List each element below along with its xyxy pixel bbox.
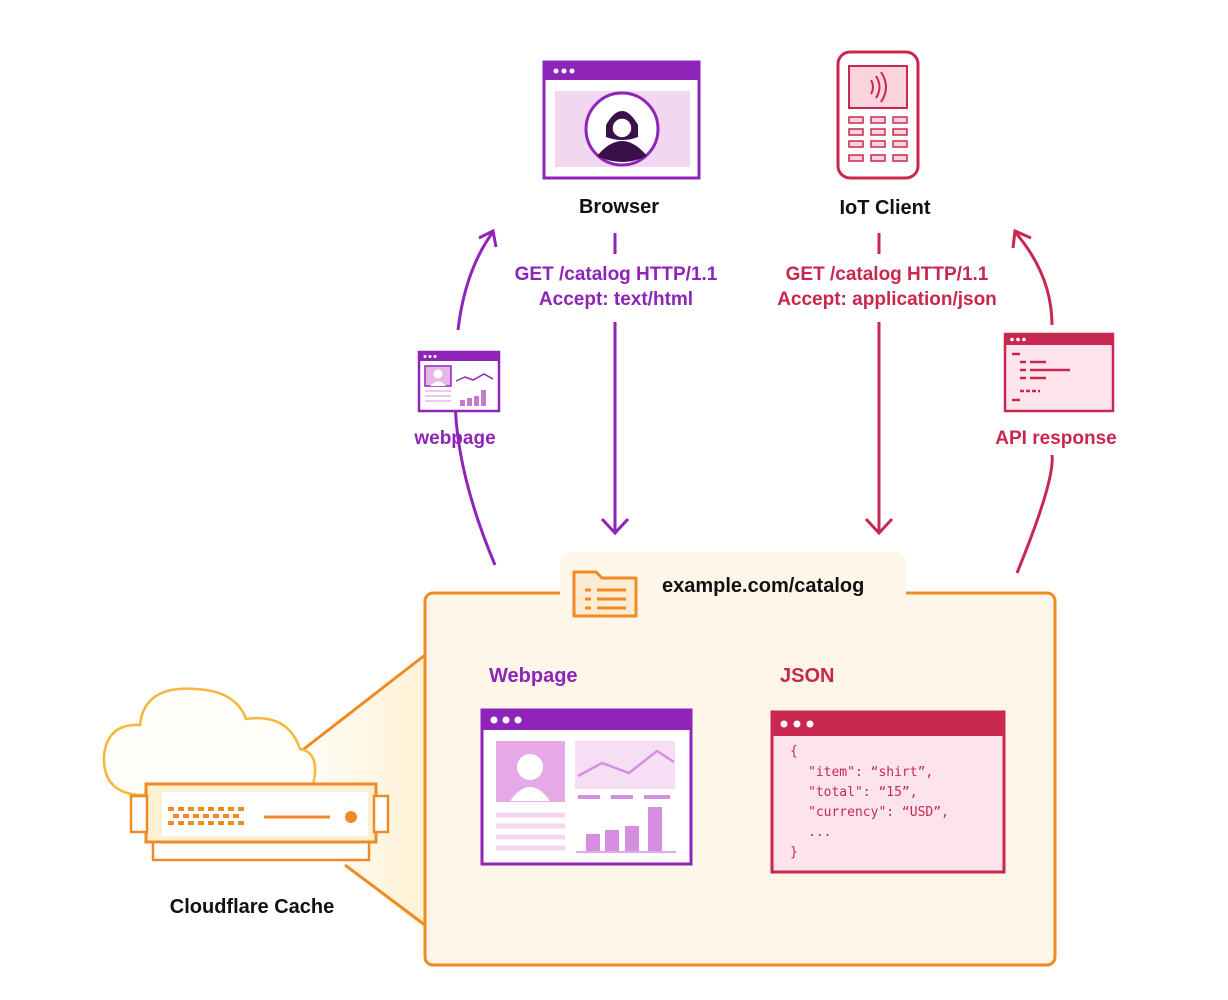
cache-server-icon bbox=[129, 782, 390, 862]
iot-request-line1: GET /catalog HTTP/1.1 bbox=[785, 264, 989, 285]
webpage-variant-window bbox=[480, 708, 693, 866]
api-response-small-icon bbox=[1003, 332, 1115, 413]
json-line-ellipsis: ... bbox=[808, 825, 832, 840]
json-line-item: "item": “shirt”, bbox=[808, 765, 934, 780]
browser-label: Browser bbox=[578, 196, 660, 218]
browser-request-arrow bbox=[600, 233, 630, 536]
json-variant-window bbox=[770, 710, 1006, 874]
cloudflare-cache-label: Cloudflare Cache bbox=[169, 896, 335, 918]
browser-window-icon bbox=[542, 60, 701, 180]
iot-client-label: IoT Client bbox=[839, 197, 931, 219]
iot-request-line2: Accept: application/json bbox=[777, 289, 997, 310]
cache-url-label: example.com/catalog bbox=[662, 575, 865, 597]
iot-request-arrow bbox=[864, 233, 894, 536]
browser-request-line2: Accept: text/html bbox=[538, 289, 694, 310]
zoom-line-top bbox=[299, 653, 426, 754]
zoom-line-bottom bbox=[344, 863, 426, 927]
json-variant-title: JSON bbox=[780, 665, 835, 687]
webpage-variant-title: Webpage bbox=[489, 665, 578, 687]
json-line-currency: "currency": “USD”, bbox=[808, 805, 949, 820]
json-line-total: "total": “15”, bbox=[808, 785, 918, 800]
json-line-close: } bbox=[790, 845, 798, 860]
browser-request-line1: GET /catalog HTTP/1.1 bbox=[514, 264, 718, 285]
webpage-small-icon bbox=[417, 350, 501, 413]
api-response-arrow bbox=[1011, 228, 1054, 574]
api-response-label: API response bbox=[995, 428, 1117, 449]
json-line-open: { bbox=[790, 744, 798, 759]
iot-device-icon bbox=[836, 50, 920, 180]
webpage-response-label: webpage bbox=[414, 428, 496, 449]
cloud-icon bbox=[102, 687, 317, 797]
webpage-response-arrow bbox=[453, 228, 498, 566]
folder-icon bbox=[572, 570, 638, 618]
